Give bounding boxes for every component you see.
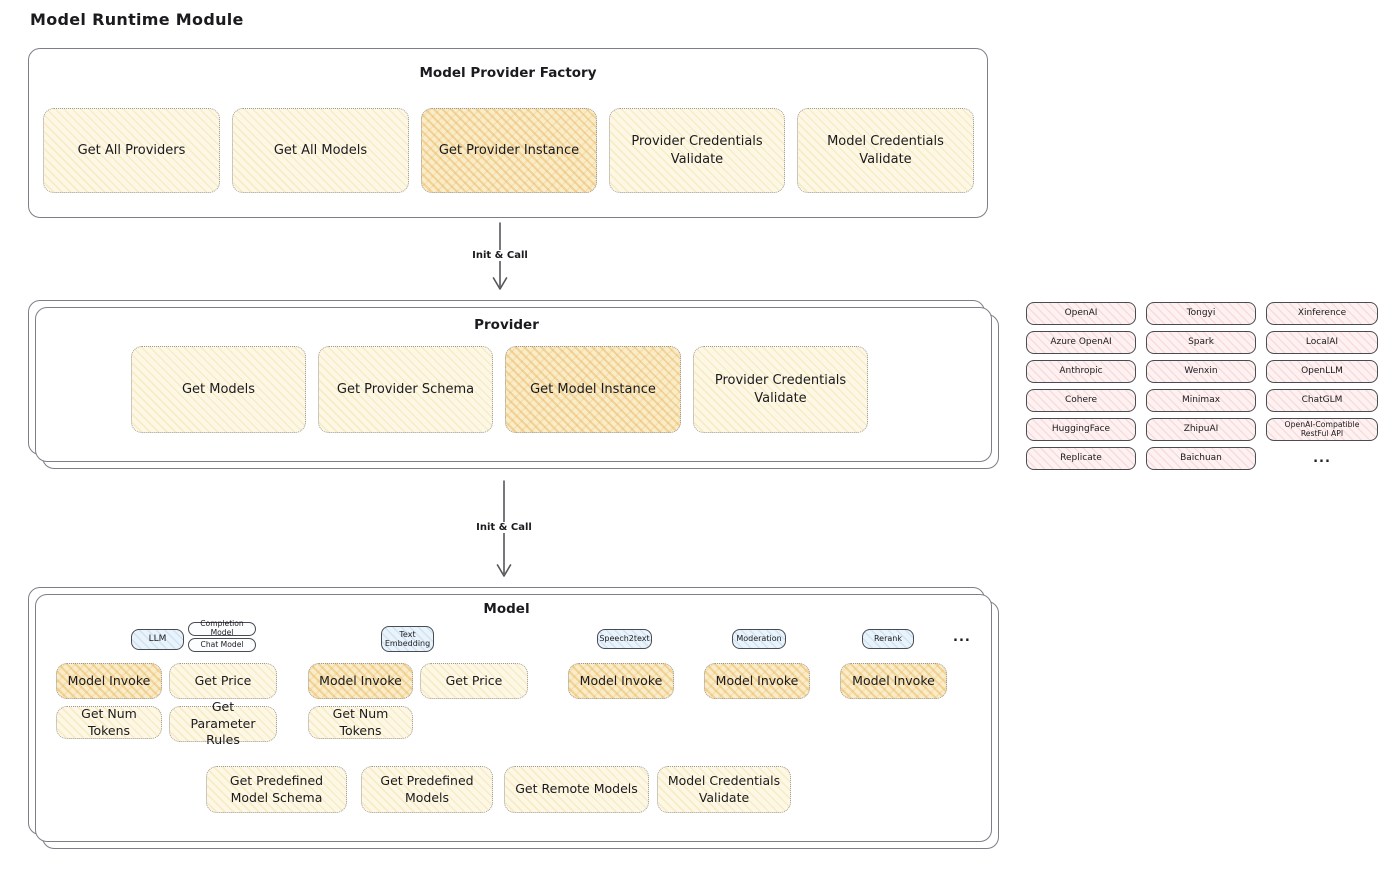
- init-call-label-2: Init & Call: [471, 522, 537, 533]
- text-embedding-get-price-box: Get Price: [420, 663, 528, 699]
- get-remote-models-box: Get Remote Models: [504, 766, 649, 813]
- text-embedding-model-invoke-box: Model Invoke: [308, 663, 413, 699]
- provider-item-baichuan: Baichuan: [1146, 447, 1256, 470]
- provider-item-openai: OpenAI: [1026, 302, 1136, 325]
- moderation-model-invoke-box: Model Invoke: [704, 663, 810, 699]
- get-models-box: Get Models: [131, 346, 306, 433]
- provider-panel-title: Provider: [474, 317, 539, 333]
- provider-item-tongyi: Tongyi: [1146, 302, 1256, 325]
- provider-item-replicate: Replicate: [1026, 447, 1136, 470]
- provider-credentials-validate-box-2: Provider Credentials Validate: [693, 346, 868, 433]
- get-predefined-models-box: Get Predefined Models: [361, 766, 493, 813]
- model-panel-title: Model: [483, 601, 530, 617]
- provider-item-openllm: OpenLLM: [1266, 360, 1378, 383]
- init-call-arrow-1: Init & Call: [467, 222, 533, 296]
- provider-button-row: Get Models Get Provider Schema Get Model…: [131, 346, 868, 433]
- model-provider-factory-panel: Model Provider Factory Get All Providers…: [28, 48, 988, 218]
- init-call-arrow-2: Init & Call: [471, 480, 537, 583]
- provider-item-wenxin: Wenxin: [1146, 360, 1256, 383]
- get-model-instance-box: Get Model Instance: [505, 346, 681, 433]
- provider-credentials-validate-box: Provider Credentials Validate: [609, 108, 785, 193]
- factory-panel-title: Model Provider Factory: [419, 65, 597, 81]
- tab-speech2text: Speech2text: [597, 629, 652, 649]
- provider-item-minimax: Minimax: [1146, 389, 1256, 412]
- tabs-more-ellipsis: ...: [953, 630, 971, 645]
- provider-item-xinference: Xinference: [1266, 302, 1378, 325]
- provider-item-huggingface: HuggingFace: [1026, 418, 1136, 441]
- providers-more-ellipsis: ...: [1313, 451, 1331, 466]
- provider-item-chatglm: ChatGLM: [1266, 389, 1378, 412]
- provider-item-openai-compatible: OpenAI-Compatible RestFul API: [1266, 418, 1378, 441]
- factory-button-row: Get All Providers Get All Models Get Pro…: [43, 108, 974, 193]
- model-credentials-validate-box-2: Model Credentials Validate: [657, 766, 791, 813]
- get-all-models-box: Get All Models: [232, 108, 409, 193]
- provider-item-localai: LocalAI: [1266, 331, 1378, 354]
- text-embedding-get-num-tokens-box: Get Num Tokens: [308, 706, 413, 739]
- init-call-label-1: Init & Call: [467, 250, 533, 261]
- tab-rerank: Rerank: [862, 629, 914, 649]
- model-panel: Model LLM Completion Model Chat Model Te…: [28, 587, 985, 835]
- llm-get-price-box: Get Price: [169, 663, 277, 699]
- provider-item-zhipuai: ZhipuAI: [1146, 418, 1256, 441]
- provider-item-cohere: Cohere: [1026, 389, 1136, 412]
- get-predefined-model-schema-box: Get Predefined Model Schema: [206, 766, 347, 813]
- rerank-model-invoke-box: Model Invoke: [840, 663, 947, 699]
- get-all-providers-box: Get All Providers: [43, 108, 220, 193]
- tab-completion-model: Completion Model: [188, 619, 256, 637]
- model-credentials-validate-box: Model Credentials Validate: [797, 108, 974, 193]
- llm-get-num-tokens-box: Get Num Tokens: [56, 706, 162, 739]
- tab-text-embedding: Text Embedding: [381, 626, 434, 652]
- llm-model-invoke-box: Model Invoke: [56, 663, 162, 699]
- provider-panel: Provider Get Models Get Provider Schema …: [28, 300, 985, 455]
- provider-item-azure-openai: Azure OpenAI: [1026, 331, 1136, 354]
- get-provider-schema-box: Get Provider Schema: [318, 346, 493, 433]
- speech2text-model-invoke-box: Model Invoke: [568, 663, 674, 699]
- diagram-title: Model Runtime Module: [30, 10, 244, 29]
- provider-item-spark: Spark: [1146, 331, 1256, 354]
- tab-chat-model: Chat Model: [188, 638, 256, 652]
- tab-llm: LLM: [131, 629, 184, 650]
- provider-item-anthropic: Anthropic: [1026, 360, 1136, 383]
- get-provider-instance-box: Get Provider Instance: [421, 108, 597, 193]
- llm-get-parameter-rules-box: Get Parameter Rules: [169, 699, 277, 747]
- tab-moderation: Moderation: [732, 629, 786, 649]
- providers-grid: OpenAI Tongyi Xinference Azure OpenAI Sp…: [1026, 302, 1378, 470]
